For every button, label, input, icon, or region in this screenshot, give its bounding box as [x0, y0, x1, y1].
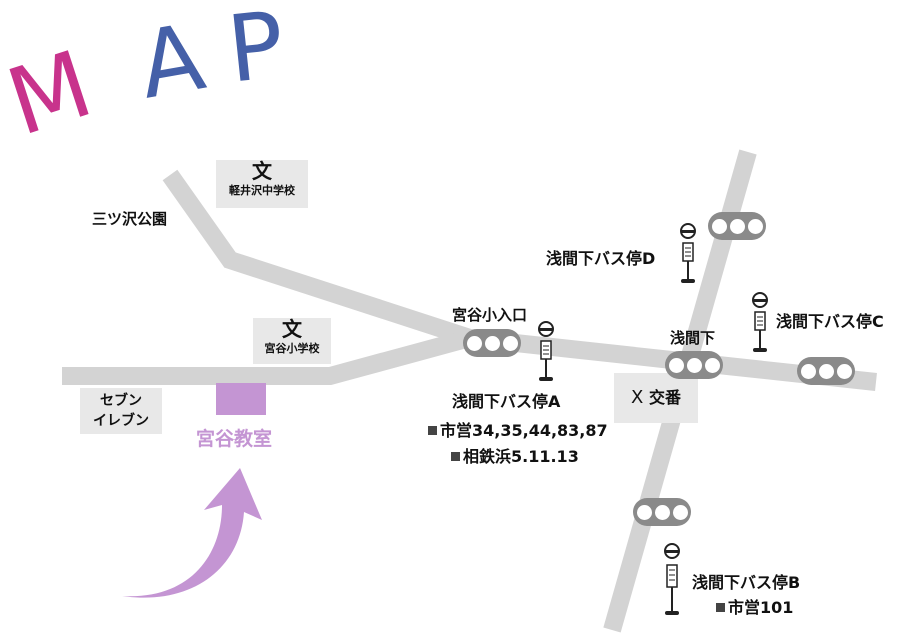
- junior-high-name: 軽井沢中学校: [229, 184, 295, 197]
- bus-stop-b-route: 市営101: [716, 598, 793, 617]
- bus-stop-icon: [680, 223, 696, 283]
- police-box-name: 交番: [648, 388, 681, 407]
- route-text: 相鉄浜5.11.13: [463, 447, 579, 466]
- police-icon: X: [631, 387, 644, 408]
- title-letter-p: P: [222, 0, 289, 104]
- route-text: 市営34,35,44,83,87: [440, 421, 608, 440]
- road-west: [62, 329, 473, 385]
- traffic-light-icon: [665, 351, 723, 379]
- bullet-icon: [428, 426, 437, 435]
- traffic-light-icon: [633, 498, 691, 526]
- bus-stop-icon: [752, 292, 768, 352]
- bus-stop-icon: [538, 321, 554, 381]
- convenience-store: セブン イレブン: [80, 388, 162, 434]
- junior-high-school: 文 軽井沢中学校: [216, 160, 308, 208]
- bus-stop-a-route: 相鉄浜5.11.13: [451, 447, 579, 466]
- intersection-sengenshita-label: 浅間下: [670, 329, 716, 347]
- bus-stop-b-label: 浅間下バス停B: [692, 573, 801, 592]
- destination-building: [216, 383, 266, 415]
- bus-stop-a-label: 浅間下バス停A: [452, 392, 561, 411]
- police-box: X 交番: [614, 373, 698, 423]
- intersection-miyaya-label: 宮谷小入口: [452, 306, 528, 324]
- park-label: 三ツ沢公園: [92, 210, 168, 228]
- school-icon: 文: [282, 317, 302, 341]
- bus-stop-a-route: 市営34,35,44,83,87: [428, 421, 608, 440]
- bus-stop-icon: [664, 543, 680, 615]
- traffic-light-icon: [797, 357, 855, 385]
- school-icon: 文: [252, 159, 272, 183]
- bullet-icon: [451, 452, 460, 461]
- arrow-icon: [122, 468, 262, 598]
- route-text: 市営101: [728, 598, 794, 617]
- traffic-light-icon: [463, 329, 521, 357]
- elementary-school: 文 宮谷小学校: [253, 318, 331, 364]
- bus-stop-d-label: 浅間下バス停D: [546, 249, 656, 268]
- destination-label: 宮谷教室: [196, 428, 273, 450]
- bus-stop-c-label: 浅間下バス停C: [776, 312, 884, 331]
- bullet-icon: [716, 603, 725, 612]
- traffic-light-icon: [708, 212, 766, 240]
- elementary-name: 宮谷小学校: [264, 342, 320, 355]
